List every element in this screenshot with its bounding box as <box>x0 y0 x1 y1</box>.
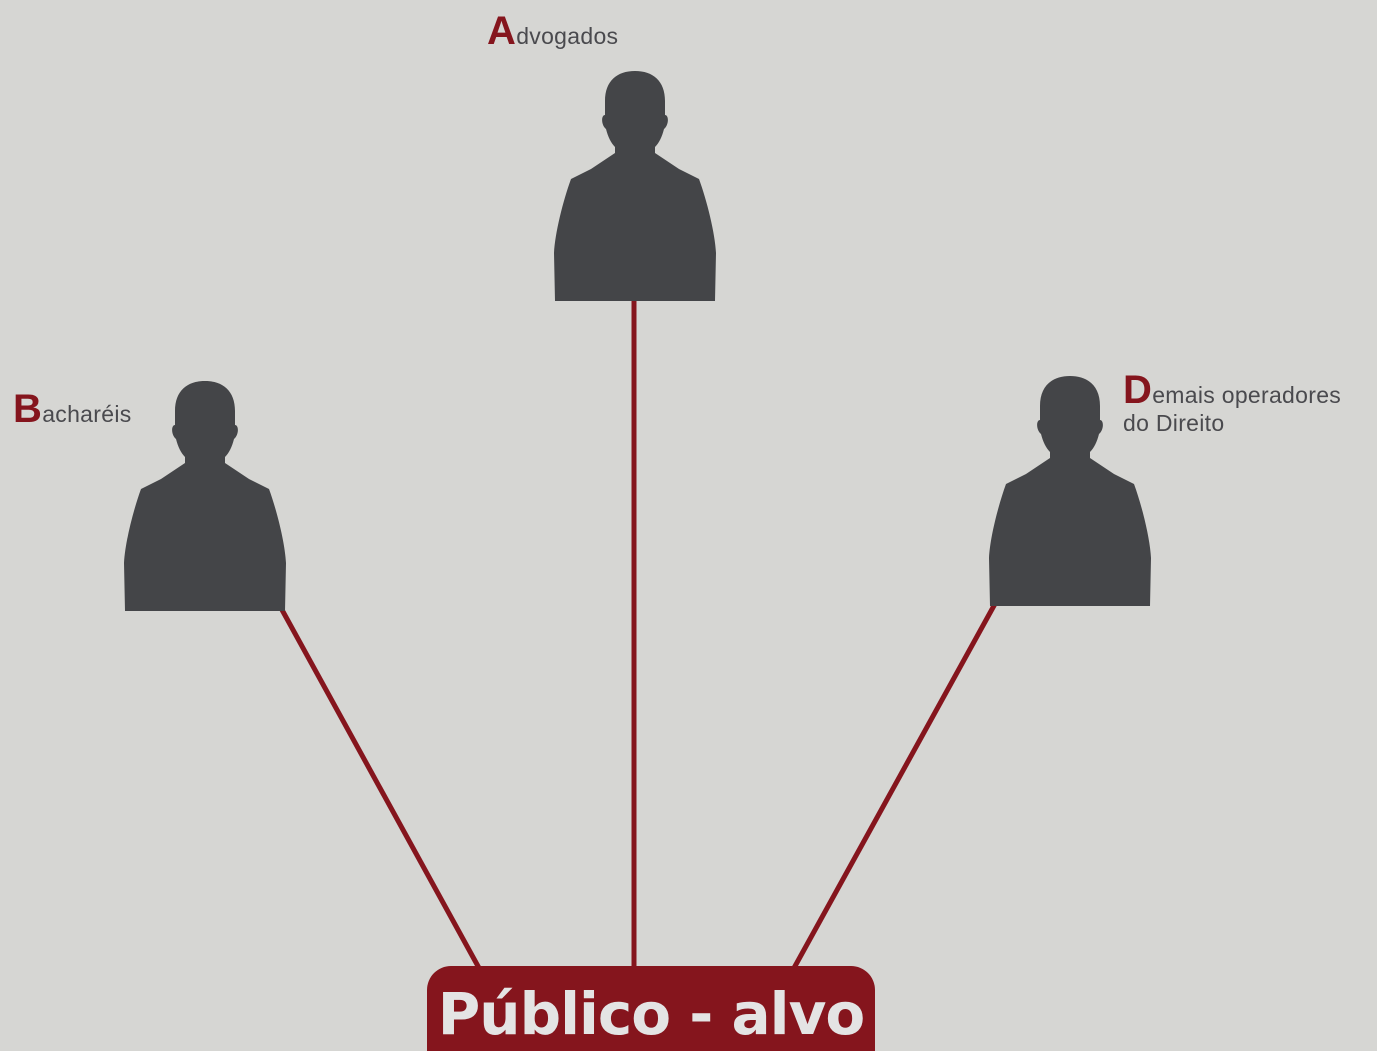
person-silhouette-icon <box>554 71 716 301</box>
label-text: dvogados <box>516 23 619 49</box>
label-initial: A <box>487 9 517 53</box>
label-bachareis: Bacharéis <box>13 389 132 429</box>
label-demais-operadores: Demais operadores do Direito <box>1123 370 1342 437</box>
label-text: emais operadores <box>1152 382 1342 408</box>
label-text-line2: do Direito <box>1123 410 1225 436</box>
connector-line-demais <box>791 600 999 970</box>
person-silhouette-icon <box>124 381 286 611</box>
label-text: acharéis <box>42 401 132 427</box>
label-initial: B <box>13 387 43 431</box>
center-node-box: Público - alvo <box>427 966 875 1051</box>
person-silhouette-icon <box>989 376 1151 606</box>
person-advogados <box>553 71 717 301</box>
label-initial: D <box>1123 368 1153 412</box>
center-node-title: Público - alvo <box>437 980 865 1048</box>
person-bachareis <box>123 381 287 611</box>
connector-line-bachareis <box>278 606 482 970</box>
label-advogados: Advogados <box>487 11 619 51</box>
person-demais-operadores <box>988 376 1152 606</box>
